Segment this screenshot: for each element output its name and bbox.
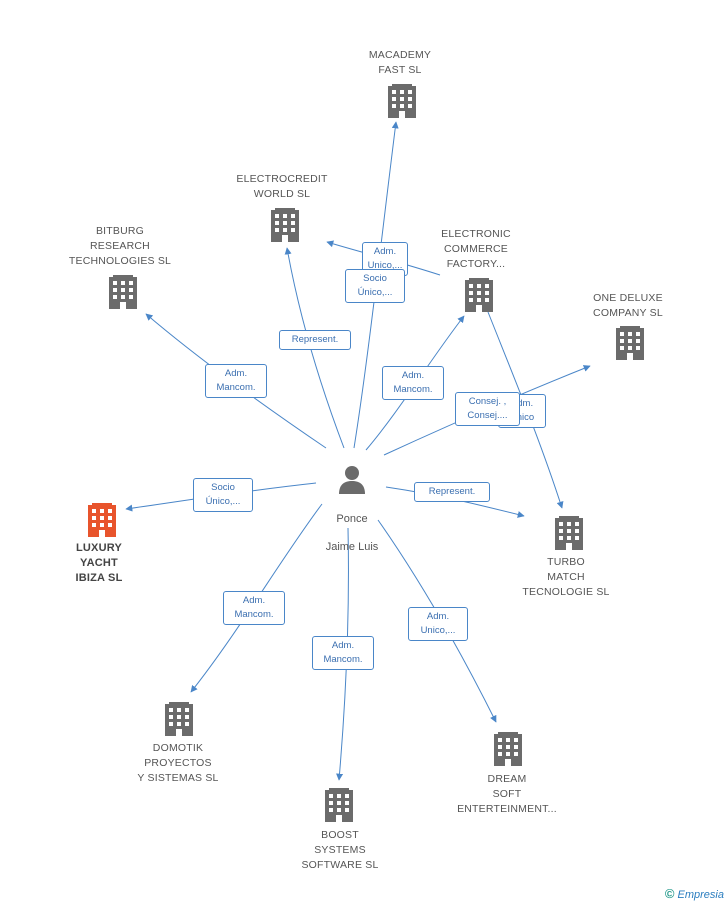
edge-label-adm-mancom-1: Adm. Mancom. — [205, 364, 267, 398]
node-label-bitburg: BITBURG RESEARCH TECHNOLOGIES SL — [68, 225, 172, 267]
node-label-boost: BOOST SYSTEMS SOFTWARE SL — [301, 829, 379, 871]
building-icon-turbo — [555, 516, 583, 550]
edge-label-represent-2: Represent. — [414, 482, 490, 502]
brand-text: Empresia — [677, 889, 724, 901]
node-label-turbo: TURBO MATCH TECNOLOGIE SL — [522, 556, 610, 598]
building-icon-domotik — [165, 702, 193, 736]
node-label-electronic: ELECTRONIC COMMERCE FACTORY... — [441, 228, 511, 270]
building-icon-onedeluxe — [616, 326, 644, 360]
copyright-icon: © — [664, 886, 675, 901]
building-icon-dream — [494, 732, 522, 766]
person-icon — [339, 466, 365, 494]
brand-logo: © Empresia — [665, 886, 724, 901]
node-label-electrocredit: ELECTROCREDIT WORLD SL — [236, 173, 328, 200]
edge-label-represent-1: Represent. — [279, 330, 351, 350]
node-label-dream: DREAM SOFT ENTERTEINMENT... — [457, 773, 557, 815]
edge-label-adm-mancom-3: Adm. Mancom. — [223, 591, 285, 625]
edge-label-adm-mancom-2: Adm. Mancom. — [382, 366, 444, 400]
building-icon-boost — [325, 788, 353, 822]
edge-electrocredit — [284, 247, 345, 449]
building-icon-bitburg — [109, 275, 137, 309]
edge-label-adm-mancom-4: Adm. Mancom. — [312, 636, 374, 670]
building-icon-electronic — [465, 278, 493, 312]
edge-label-socio-unico-2: Socio Único,... — [193, 478, 253, 512]
node-label-domotik: DOMOTIK PROYECTOS Y SISTEMAS SL — [137, 742, 219, 784]
building-icon-luxury — [88, 503, 116, 537]
building-icon-electrocredit — [271, 208, 299, 242]
node-label-macademy: MACADEMY FAST SL — [368, 49, 432, 76]
edge-label-adm-unico-3: Adm. Unico,... — [408, 607, 468, 641]
person-name: Ponce Jaime Luis — [302, 498, 402, 568]
edge-label-consej: Consej. , Consej.... — [455, 392, 520, 426]
node-label-onedeluxe: ONE DELUXE COMPANY SL — [593, 292, 663, 319]
building-icon-macademy — [388, 84, 416, 118]
node-label-luxury: LUXURY YACHT IBIZA SL — [75, 542, 123, 584]
person-name-line1: Ponce — [336, 513, 368, 525]
person-name-line2: Jaime Luis — [325, 541, 379, 553]
edge-label-socio-unico-1: Socio Único,... — [345, 269, 405, 303]
